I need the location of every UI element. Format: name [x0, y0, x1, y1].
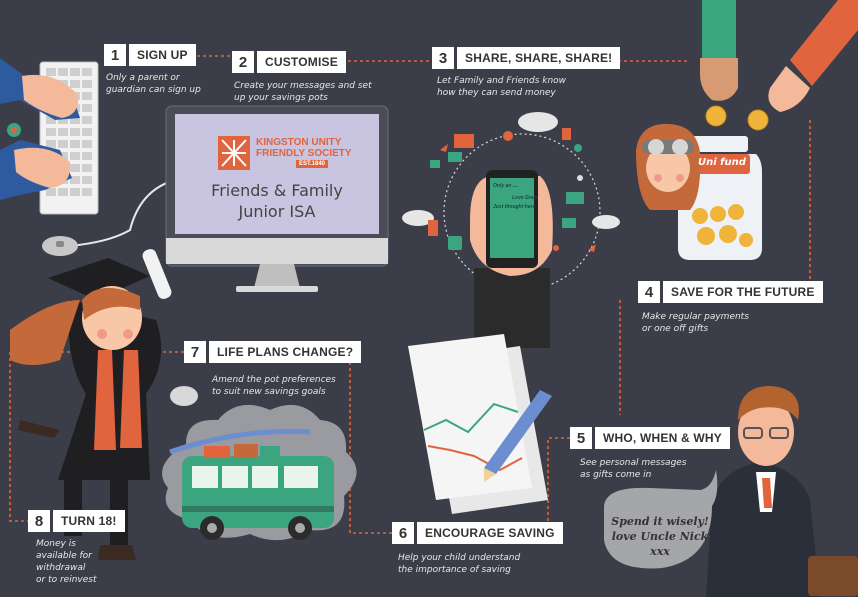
jar-label: Uni fund: [698, 157, 746, 168]
child-figure: [636, 123, 701, 210]
step-number: 1: [104, 44, 126, 66]
coin-hands: [700, 0, 858, 131]
desc-line: Only a parent or: [106, 73, 180, 83]
desc-line: Let Family and Friends know: [437, 76, 567, 86]
step-4-description: Make regular payments or one off gifts: [642, 311, 749, 335]
step-title: TURN 18!: [53, 510, 125, 532]
coin-icon: [705, 105, 727, 127]
desc-line: available for: [36, 551, 92, 561]
step-2-description: Create your messages and set up your sav…: [234, 80, 372, 104]
like-icon: [448, 236, 462, 250]
step-title: CUSTOMISE: [257, 51, 346, 73]
logo-line1: KINGSTON UNITY: [256, 137, 342, 148]
step-5: 5 WHO, WHEN & WHY: [570, 427, 730, 449]
step-8-description: Money is available for withdrawal or to …: [36, 538, 97, 586]
twitter-icon: [440, 144, 448, 152]
logo-line2: FRIENDLY SOCIETY: [256, 148, 352, 159]
step-number: 2: [232, 51, 254, 73]
logo-est: EST.1840: [296, 160, 329, 168]
monitor-title-line1: Friends & Family: [211, 181, 343, 200]
desc-line: up your savings pots: [234, 93, 328, 103]
facebook-icon: [562, 128, 571, 140]
step-3: 3 SHARE, SHARE, SHARE!: [432, 47, 621, 69]
email-icon: [448, 152, 462, 162]
step-title: ENCOURAGE SAVING: [417, 522, 563, 544]
step-number: 6: [392, 522, 414, 544]
coin-icon: [747, 109, 769, 131]
monitor-icon: [165, 105, 389, 292]
step-title: LIFE PLANS CHANGE?: [209, 341, 362, 363]
van-icon: [162, 404, 357, 541]
monitor-title: Friends & Family Junior ISA: [182, 180, 372, 222]
step-4: 4 SAVE FOR THE FUTURE: [638, 281, 823, 303]
desc-line: or to reinvest: [36, 575, 97, 585]
desc-line: Make regular payments: [642, 312, 749, 322]
location-icon: [503, 131, 513, 141]
step-number: 4: [638, 281, 660, 303]
step-number: 7: [184, 341, 206, 363]
speech-line2: love Uncle Nick xxx: [611, 530, 709, 558]
step-title: SIGN UP: [129, 44, 196, 66]
mouse-icon: [42, 179, 225, 256]
step-number: 5: [570, 427, 592, 449]
step-6-description: Help your child understand the importanc…: [398, 552, 520, 576]
step-6: 6 ENCOURAGE SAVING: [392, 522, 563, 544]
desc-line: Create your messages and set: [234, 81, 372, 91]
share-network: [402, 112, 620, 291]
phone-line3: Just thought here: [493, 204, 536, 210]
desc-line: See personal messages: [580, 458, 687, 468]
megaphone-icon: [454, 134, 474, 148]
step-title: SHARE, SHARE, SHARE!: [457, 47, 621, 69]
speech-bubble: [604, 470, 718, 569]
step-number: 3: [432, 47, 454, 69]
step-7: 7 LIFE PLANS CHANGE?: [184, 341, 362, 363]
desc-line: guardian can sign up: [106, 85, 201, 95]
desc-line: Money is: [36, 539, 76, 549]
phone-line2: Love Gran!: [512, 195, 539, 201]
cloud-icon: [170, 386, 198, 406]
desc-line: or one off gifts: [642, 324, 709, 334]
step-3-description: Let Family and Friends know how they can…: [437, 75, 566, 99]
pen-icon: [484, 390, 552, 482]
desc-line: the importance of saving: [398, 565, 511, 575]
step-7-description: Amend the pot preferences to suit new sa…: [212, 374, 336, 398]
phone-line1: Only an ....: [493, 183, 519, 189]
typing-hands: [0, 58, 80, 200]
cloud-icon: [592, 215, 620, 229]
cloud-icon: [402, 210, 434, 226]
step-1: 1 SIGN UP: [104, 44, 196, 66]
desc-line: withdrawal: [36, 563, 86, 573]
graduate-icon: [10, 249, 172, 560]
step-8: 8 TURN 18!: [28, 510, 125, 532]
step-number: 8: [28, 510, 50, 532]
desc-line: Help your child understand: [398, 553, 521, 563]
share-icon: [577, 175, 583, 181]
uncle-figure: [706, 386, 858, 597]
desc-line: to suit new savings goals: [212, 387, 326, 397]
step-title: SAVE FOR THE FUTURE: [663, 281, 823, 303]
desc-line: Amend the pot preferences: [212, 375, 336, 385]
music-icon: [574, 144, 582, 152]
document-icon: [408, 334, 548, 514]
speech-line1: Spend it wisely!: [611, 515, 709, 528]
phone-icon: [470, 170, 553, 348]
desc-line: how they can send money: [437, 88, 556, 98]
step-2: 2 CUSTOMISE: [232, 51, 346, 73]
step-1-description: Only a parent or guardian can sign up: [106, 72, 201, 96]
cloud-icon: [518, 112, 558, 132]
monitor-title-line2: Junior ISA: [238, 202, 316, 221]
step-5-description: See personal messages as gifts come in: [580, 457, 687, 481]
step-title: WHO, WHEN & WHY: [595, 427, 730, 449]
desc-line: as gifts come in: [580, 470, 652, 480]
speech-text: Spend it wisely! love Uncle Nick xxx: [608, 514, 712, 559]
